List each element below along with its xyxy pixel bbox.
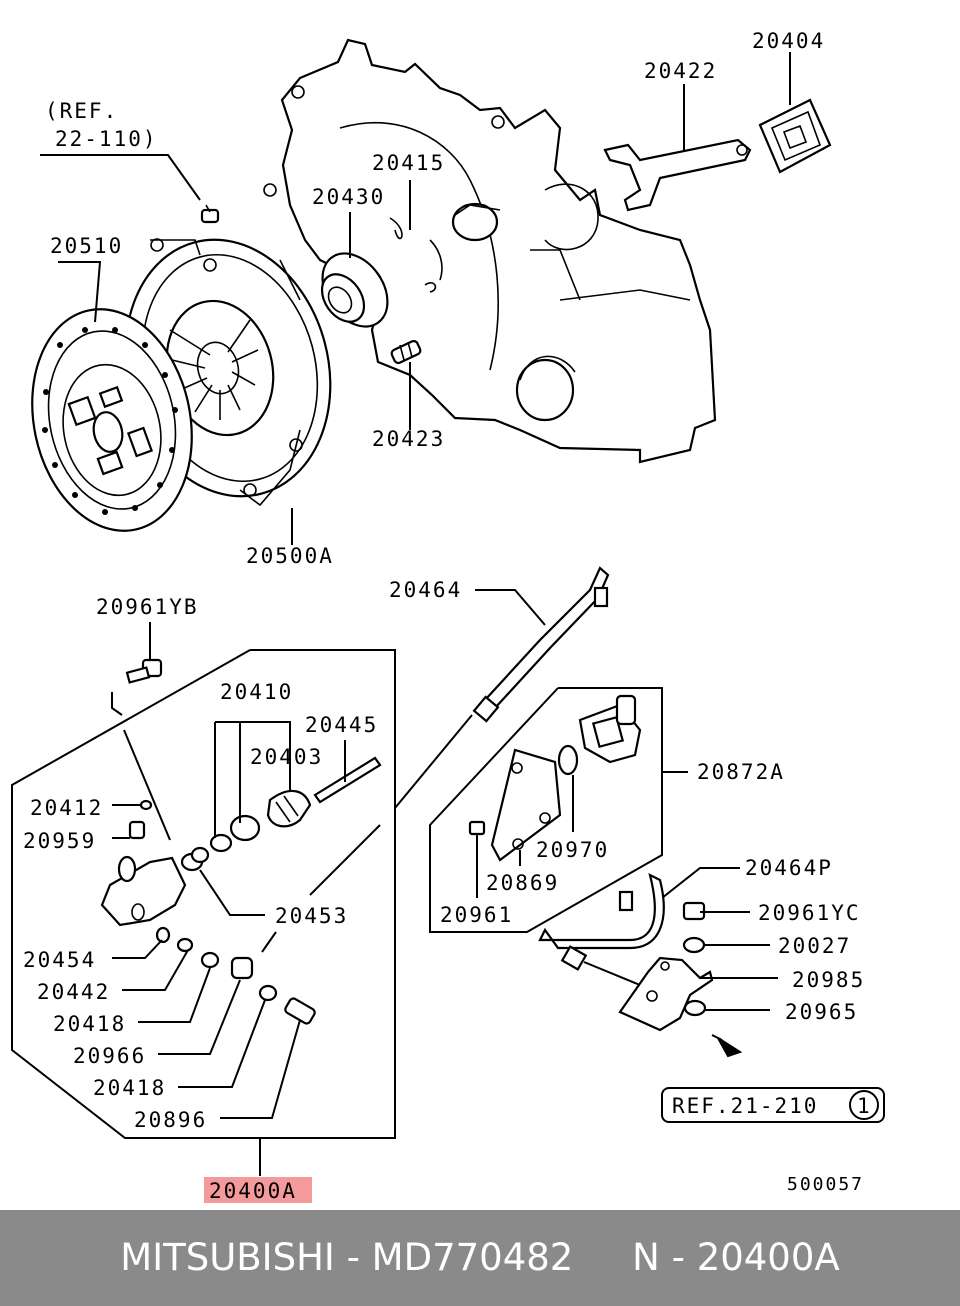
label-20453: 20453 bbox=[275, 904, 348, 928]
label-20872A: 20872A bbox=[697, 760, 785, 784]
label-ref-21-210: REF.21-210 bbox=[672, 1094, 818, 1118]
label-20410: 20410 bbox=[220, 680, 293, 704]
label-20400A: 20400A bbox=[209, 1179, 297, 1203]
footer-bar: MITSUBISHI - MD770482 N - 20400A bbox=[0, 1210, 960, 1306]
label-20961YB: 20961YB bbox=[96, 595, 199, 619]
label-20985: 20985 bbox=[792, 968, 865, 992]
ref-bolt bbox=[200, 204, 220, 224]
label-20961: 20961 bbox=[440, 903, 513, 927]
label-20869: 20869 bbox=[486, 871, 559, 895]
label-20454: 20454 bbox=[23, 948, 96, 972]
label-20959: 20959 bbox=[23, 829, 96, 853]
label-20027: 20027 bbox=[778, 934, 851, 958]
release-fork-boot bbox=[758, 98, 832, 174]
label-ref-22-110-a: (REF. bbox=[45, 99, 118, 123]
release-bearing bbox=[320, 252, 389, 328]
highlight-20400A bbox=[204, 1177, 312, 1203]
parts-diagram: (REF. 22-110) 20404 20422 20415 20430 20… bbox=[11, 29, 885, 1203]
label-20412: 20412 bbox=[30, 796, 103, 820]
label-20430: 20430 bbox=[312, 185, 385, 209]
fork-pivot bbox=[390, 339, 422, 365]
footer-part-number: MITSUBISHI - MD770482 N - 20400A bbox=[120, 1236, 840, 1279]
leader-lines-right bbox=[583, 911, 778, 1011]
release-cylinder-body bbox=[100, 756, 382, 927]
leader-lines-right-box bbox=[476, 775, 574, 898]
label-ref-22-110-b: 22-110) bbox=[55, 127, 158, 151]
label-20896: 20896 bbox=[134, 1108, 207, 1132]
mounting-bracket bbox=[618, 901, 743, 1058]
label-20510: 20510 bbox=[50, 234, 123, 258]
bracket-box bbox=[429, 687, 688, 933]
leader-lines-top bbox=[40, 52, 791, 545]
label-20961YC: 20961YC bbox=[758, 901, 861, 925]
label-20422: 20422 bbox=[644, 59, 717, 83]
label-20970: 20970 bbox=[536, 838, 609, 862]
release-cylinder-box bbox=[11, 649, 473, 1139]
label-20442: 20442 bbox=[37, 980, 110, 1004]
label-ref-21-210-circle: 1 bbox=[857, 1094, 872, 1118]
clutch-hose-pipe bbox=[472, 566, 610, 723]
label-20403: 20403 bbox=[250, 745, 323, 769]
clutch-disc bbox=[31, 308, 193, 532]
transmission-housing bbox=[263, 38, 717, 464]
label-20418-a: 20418 bbox=[53, 1012, 126, 1036]
ref-21-210-box bbox=[661, 1087, 885, 1123]
clutch-pipe-lower bbox=[538, 867, 740, 971]
clutch-release-fork bbox=[603, 138, 752, 212]
hose-bracket bbox=[468, 694, 642, 862]
label-20404: 20404 bbox=[752, 29, 825, 53]
label-20418-b: 20418 bbox=[93, 1076, 166, 1100]
bolt-20961YB bbox=[111, 622, 171, 841]
label-20966: 20966 bbox=[73, 1044, 146, 1068]
label-20464P: 20464P bbox=[745, 856, 833, 880]
ref-21-210-circle bbox=[849, 1090, 879, 1120]
label-20464: 20464 bbox=[389, 578, 462, 602]
label-20415: 20415 bbox=[372, 151, 445, 175]
label-20965: 20965 bbox=[785, 1000, 858, 1024]
label-drawing-number: 500057 bbox=[787, 1174, 864, 1195]
label-20445: 20445 bbox=[305, 713, 378, 737]
leader-lines-box bbox=[112, 721, 381, 1176]
part-labels: (REF. 22-110) 20404 20422 20415 20430 20… bbox=[23, 29, 872, 1203]
small-seals bbox=[128, 799, 316, 1025]
label-20500A: 20500A bbox=[246, 544, 334, 568]
label-20423: 20423 bbox=[372, 427, 445, 451]
